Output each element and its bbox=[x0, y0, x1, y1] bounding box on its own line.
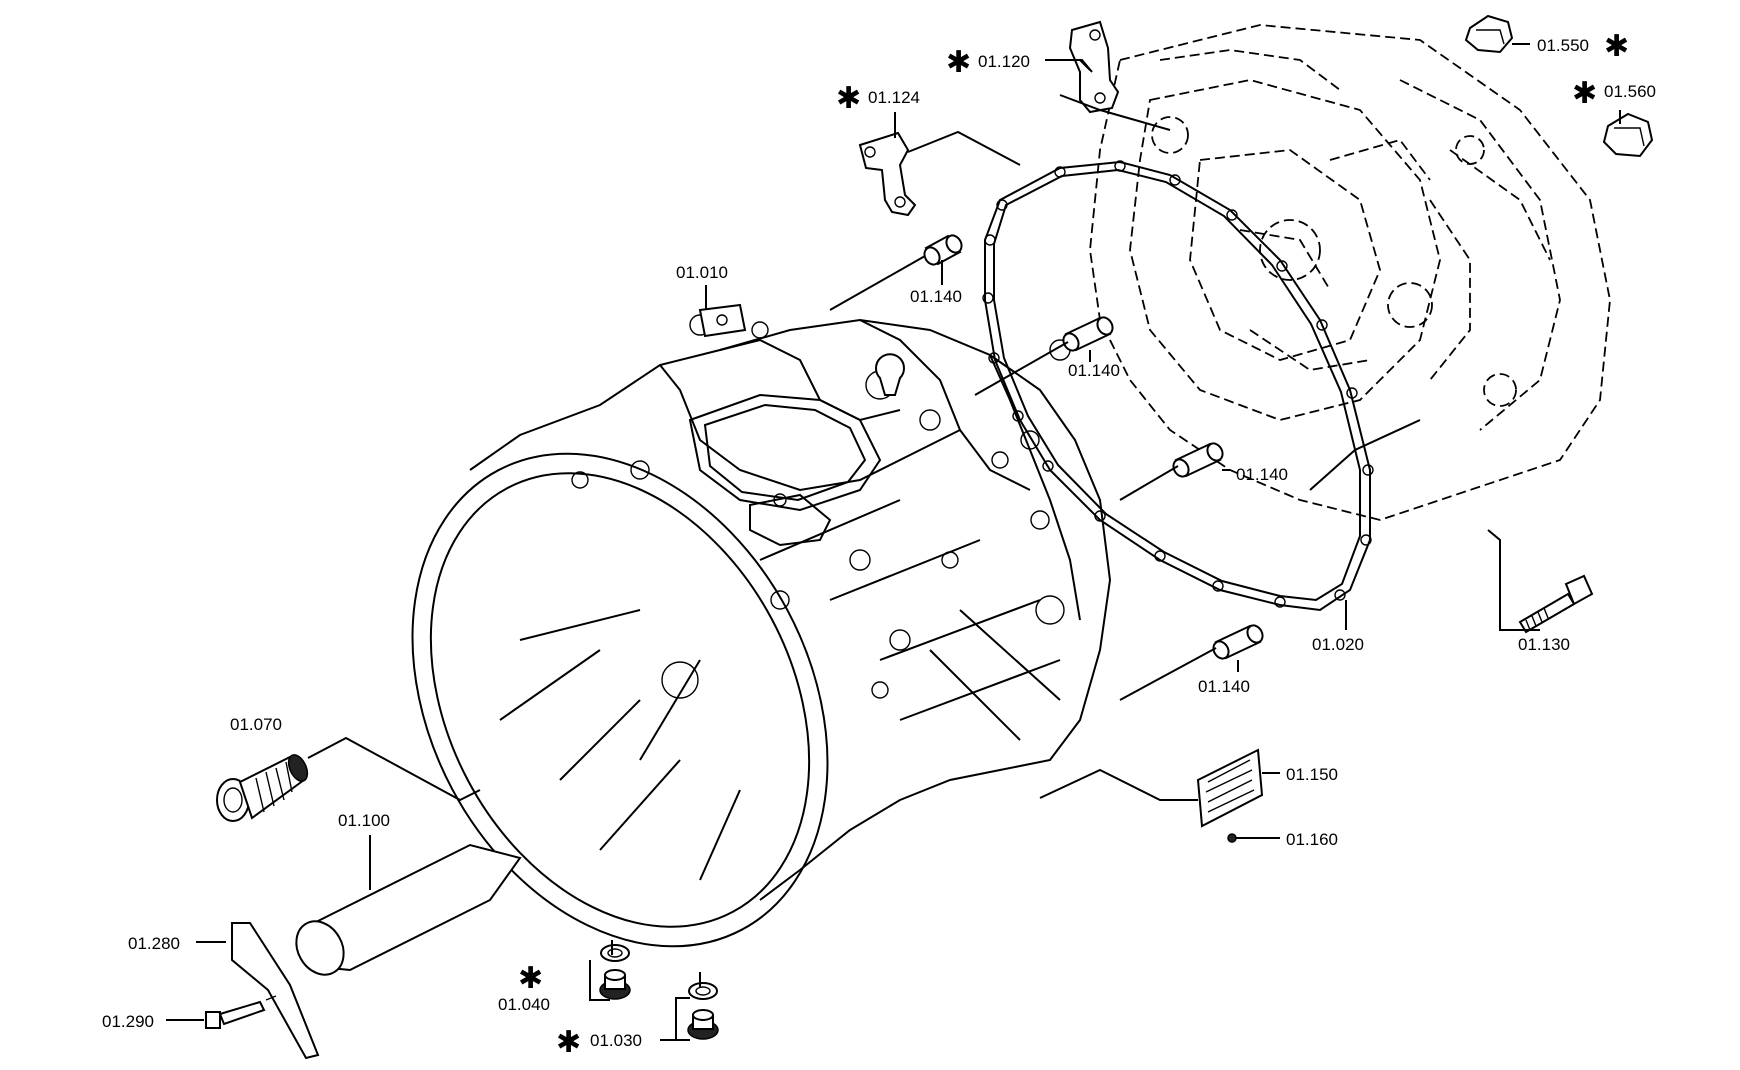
bolt-01130 bbox=[1518, 574, 1594, 634]
cover-01100 bbox=[295, 843, 522, 976]
leader-lines bbox=[166, 43, 1621, 1041]
plate-01150 bbox=[1196, 748, 1264, 828]
label-01070: 01.070 bbox=[230, 715, 282, 734]
label-01280: 01.280 bbox=[128, 934, 180, 953]
label-01140-d: 01.140 bbox=[1198, 677, 1250, 696]
marker-01120: ✱ bbox=[946, 45, 971, 80]
label-01140-a: 01.140 bbox=[910, 287, 962, 306]
plug-01040 bbox=[599, 944, 631, 1000]
label-01140-b: 01.140 bbox=[1068, 361, 1120, 380]
marker-01124: ✱ bbox=[836, 81, 861, 116]
label-01290: 01.290 bbox=[102, 1012, 154, 1031]
label-01150: 01.150 bbox=[1286, 765, 1338, 784]
label-01130: 01.130 bbox=[1518, 635, 1570, 654]
marker-01040: ✱ bbox=[518, 961, 543, 996]
label-01040: 01.040 bbox=[498, 995, 550, 1014]
bracket-01124 bbox=[858, 131, 917, 217]
label-01010: 01.010 bbox=[676, 263, 728, 282]
label-01120: 01.120 bbox=[978, 52, 1030, 71]
clip-01550 bbox=[1464, 14, 1514, 54]
rivet-01160 bbox=[1227, 833, 1237, 843]
main-housing bbox=[411, 303, 1112, 948]
marker-01560: ✱ bbox=[1572, 76, 1597, 111]
dowel-01140-c bbox=[1172, 442, 1224, 478]
dowel-01140-a bbox=[923, 234, 963, 266]
clip-01560 bbox=[1602, 112, 1654, 158]
rear-housing bbox=[1089, 24, 1611, 521]
bolt-01290 bbox=[205, 995, 277, 1029]
label-01140-c: 01.140 bbox=[1236, 465, 1288, 484]
label-01030: 01.030 bbox=[590, 1031, 642, 1050]
part-labels: 01.010 01.020 01.030 01.040 01.070 01.10… bbox=[102, 36, 1656, 1050]
asterisk-markers: ✱ ✱ ✱ ✱ ✱ ✱ bbox=[518, 29, 1629, 1060]
shield-01280 bbox=[231, 922, 320, 1060]
label-01550: 01.550 bbox=[1537, 36, 1589, 55]
gasket-01020 bbox=[982, 160, 1374, 612]
label-01100: 01.100 bbox=[338, 811, 390, 830]
plug-01030 bbox=[687, 982, 719, 1040]
label-01124: 01.124 bbox=[868, 88, 920, 107]
label-01560: 01.560 bbox=[1604, 82, 1656, 101]
bracket-01120 bbox=[1050, 20, 1120, 114]
marker-01030: ✱ bbox=[556, 1025, 581, 1060]
label-01160: 01.160 bbox=[1286, 830, 1338, 849]
label-01020: 01.020 bbox=[1312, 635, 1364, 654]
breather-01070 bbox=[216, 754, 309, 822]
dowel-01140-b bbox=[1062, 316, 1114, 352]
dowel-01140-d bbox=[1212, 624, 1264, 660]
marker-01550: ✱ bbox=[1604, 29, 1629, 64]
